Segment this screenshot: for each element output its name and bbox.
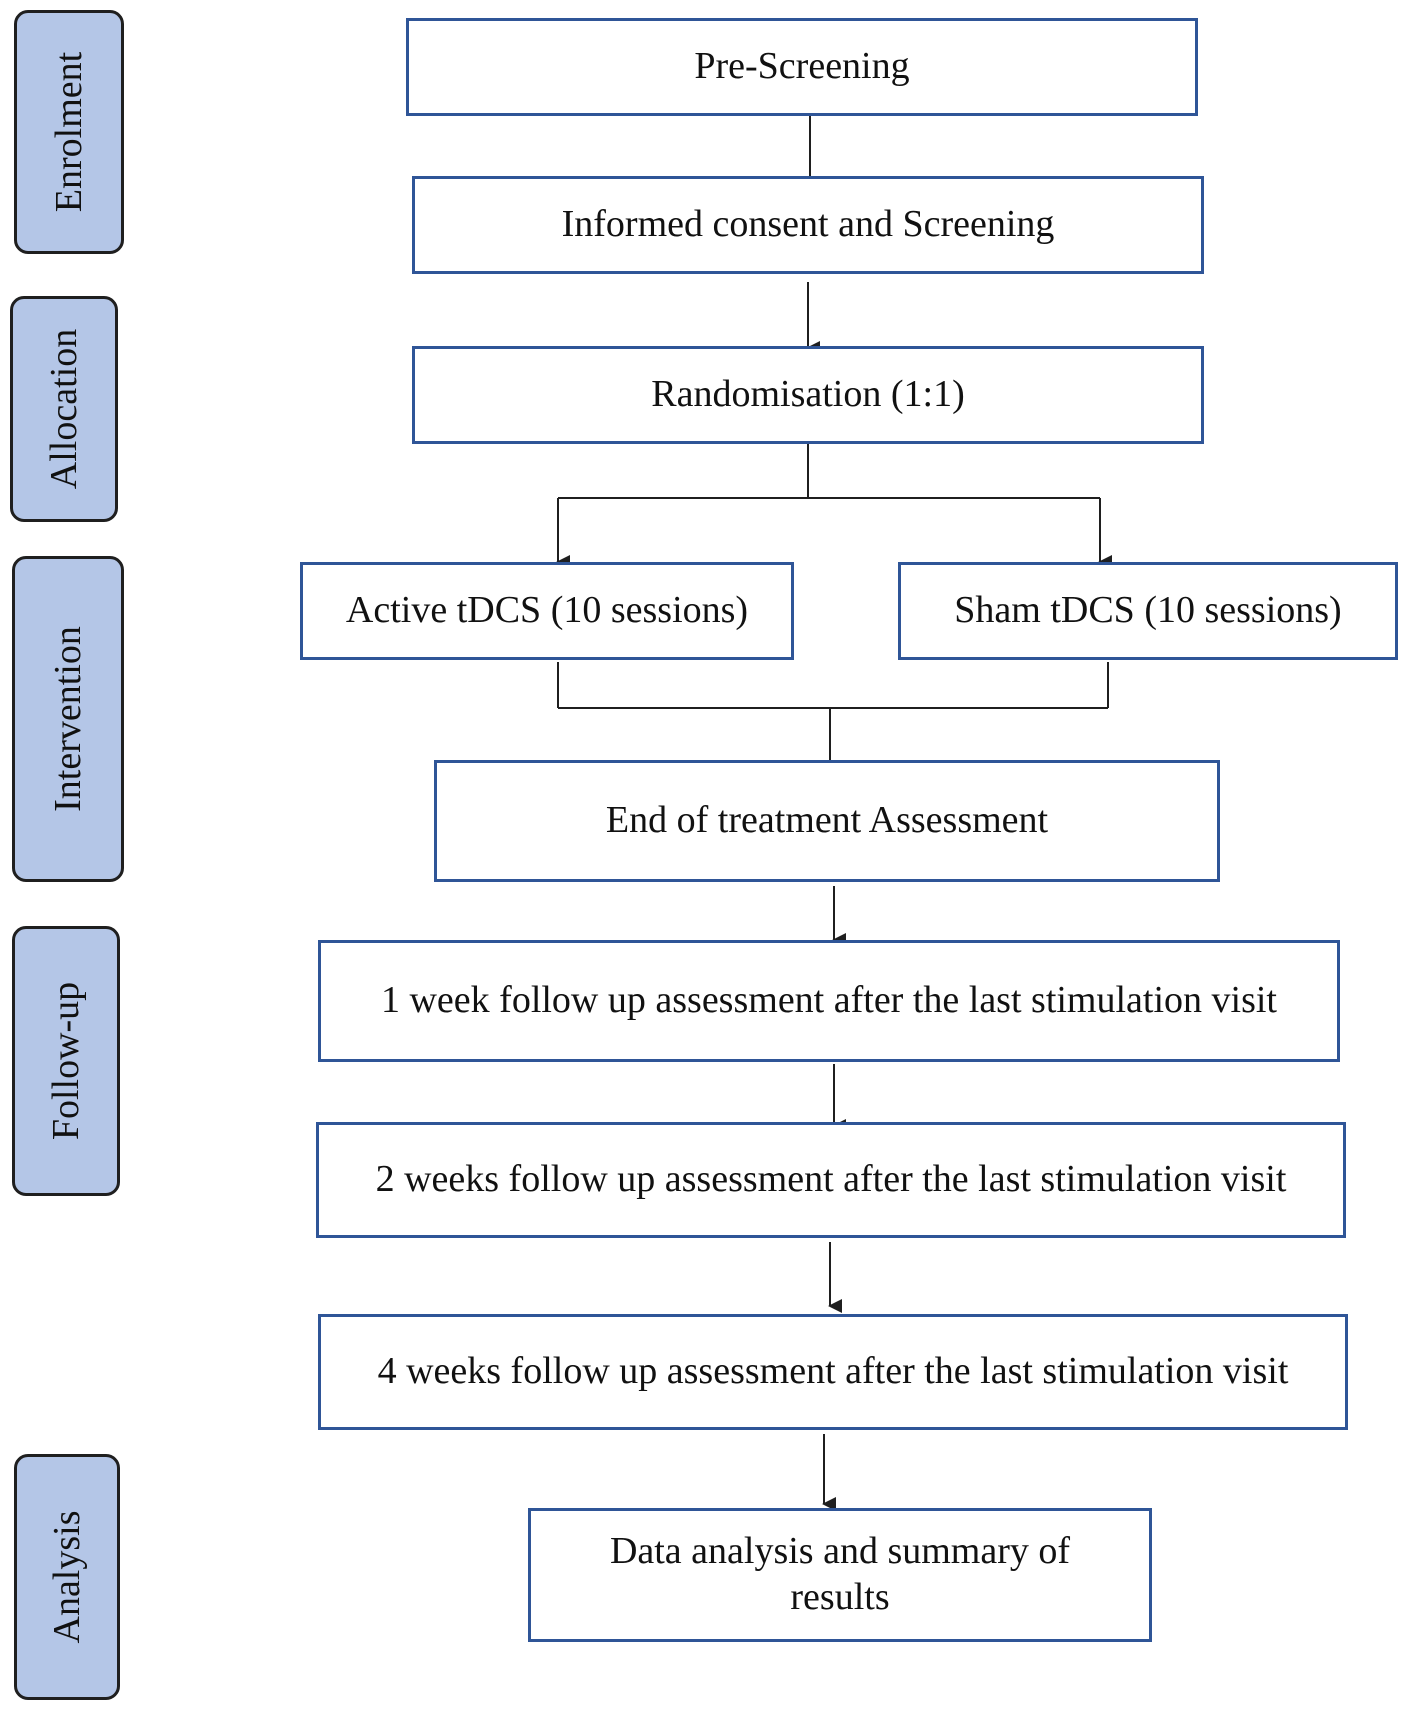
step-consent-text: Informed consent and Screening [561, 203, 1055, 246]
step-followup-2wk-text: 2 weeks follow up assessment after the l… [375, 1158, 1287, 1201]
step-followup-4wk: 4 weeks follow up assessment after the l… [318, 1314, 1348, 1430]
phase-allocation: Allocation [10, 296, 118, 522]
step-sham-tdcs: Sham tDCS (10 sessions) [898, 562, 1398, 660]
step-active-tdcs: Active tDCS (10 sessions) [300, 562, 794, 660]
step-analysis-text: Data analysis and summary of results [609, 1530, 1071, 1618]
phase-followup: Follow-up [12, 926, 120, 1196]
step-end-assessment-text: End of treatment Assessment [605, 799, 1049, 842]
step-sham-tdcs-text: Sham tDCS (10 sessions) [954, 589, 1342, 632]
phase-enrolment: Enrolment [14, 10, 124, 254]
step-prescreening: Pre-Screening [406, 18, 1198, 116]
step-active-tdcs-text: Active tDCS (10 sessions) [345, 589, 749, 632]
step-followup-1wk-text: 1 week follow up assessment after the la… [380, 979, 1277, 1022]
step-end-assessment: End of treatment Assessment [434, 760, 1220, 882]
step-randomisation-text: Randomisation (1:1) [651, 373, 965, 416]
step-randomisation: Randomisation (1:1) [412, 346, 1204, 444]
step-followup-4wk-text: 4 weeks follow up assessment after the l… [377, 1350, 1289, 1393]
step-prescreening-text: Pre-Screening [694, 45, 910, 88]
step-followup-2wk: 2 weeks follow up assessment after the l… [316, 1122, 1346, 1238]
step-analysis: Data analysis and summary of results [528, 1508, 1152, 1642]
step-consent: Informed consent and Screening [412, 176, 1204, 274]
phase-intervention: Intervention [12, 556, 124, 882]
phase-analysis: Analysis [14, 1454, 120, 1700]
step-followup-1wk: 1 week follow up assessment after the la… [318, 940, 1340, 1062]
